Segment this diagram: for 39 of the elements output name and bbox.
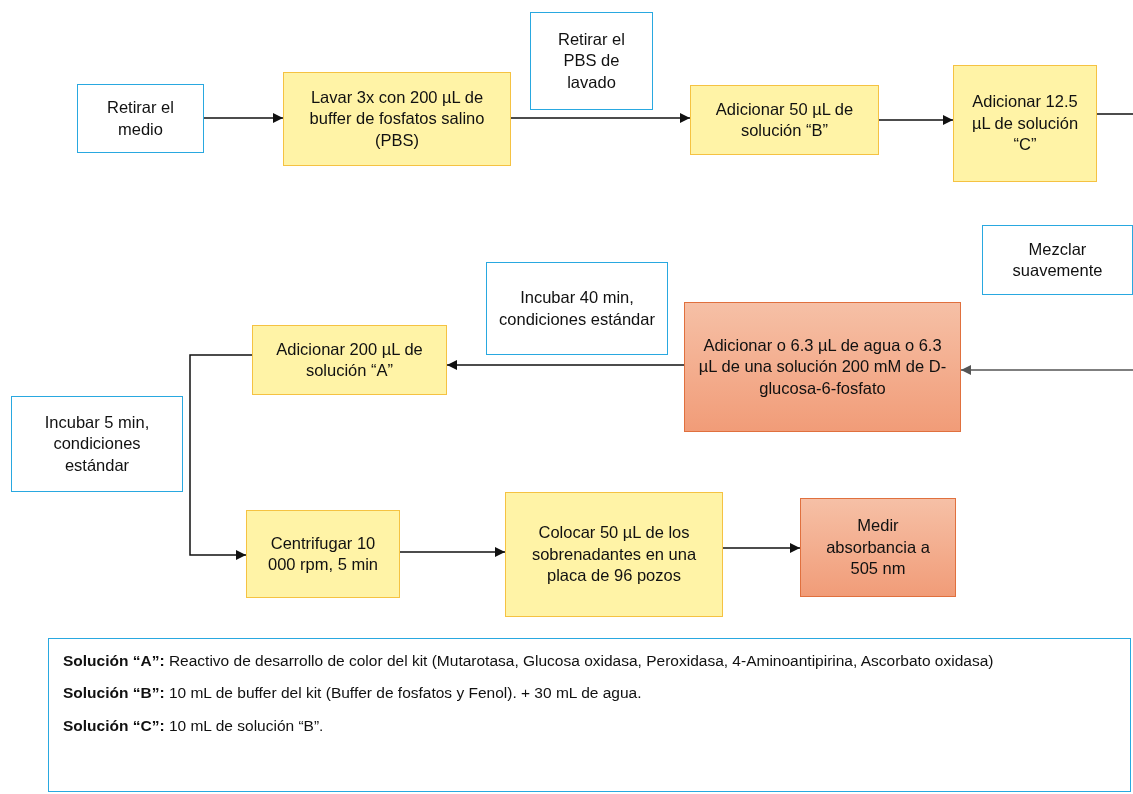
note-box — [77, 84, 204, 153]
step-text: Adicionar 12.5 µL de solución “C” — [970, 91, 1080, 156]
process-box — [800, 498, 956, 597]
connector-line — [1096, 113, 1133, 115]
step-text: Retirar el PBS de lavado — [557, 28, 626, 93]
step-text: Adicionar 50 µL de solución “B” — [714, 98, 855, 141]
step-text: Centrifugar 10 000 rpm, 5 min — [266, 532, 379, 575]
step-text: Incubar 40 min, condiciones estándar — [498, 287, 656, 330]
arrow — [878, 115, 954, 125]
step-text: Incubar 5 min, condiciones estándar — [43, 411, 151, 476]
step-text: Lavar 3x con 200 µL de buffer de fosfatos salino (PBS) — [308, 86, 486, 151]
process-box — [953, 65, 1097, 182]
note-box — [530, 12, 653, 110]
process-box — [283, 72, 511, 166]
arrow — [510, 113, 691, 123]
notes-box — [48, 638, 1131, 792]
step-text: Medir absorbancia a 505 nm — [825, 515, 931, 580]
step-text: Retirar el medio — [106, 97, 175, 140]
arrow — [446, 360, 685, 370]
step-text: Mezclar suavemente — [1011, 238, 1104, 281]
process-box — [505, 492, 723, 617]
step-text: Adicionar o 6.3 µL de agua o 6.3 µL de una solución 200 mM de D-glucosa-6-fosfato — [697, 334, 948, 399]
note-text: Solución “A”: Reactivo de desarrollo de color del kit (Mutarotasa, Glucosa oxidasa, Peroxidasa, 4-Aminoantipirina, Ascorbato oxidasa) — [63, 651, 995, 671]
note-box — [11, 396, 183, 492]
arrow — [960, 365, 1133, 375]
note-box — [982, 225, 1133, 295]
step-text: Colocar 50 µL de los sobrenadantes en una placa de 96 pozos — [530, 522, 698, 587]
step-text: Adicionar 200 µL de solución “A” — [275, 338, 424, 381]
process-box — [252, 325, 447, 395]
process-box — [246, 510, 400, 598]
arrow — [722, 543, 801, 553]
note-text: Solución “C”: 10 mL de solución “B”. — [63, 715, 325, 736]
note-box — [486, 262, 668, 355]
process-box — [684, 302, 961, 432]
process-box — [690, 85, 879, 155]
arrow — [399, 547, 506, 557]
arrow — [189, 354, 253, 560]
note-text: Solución “B”: 10 mL de buffer del kit (Buffer de fosfatos y Fenol). + 30 mL de agua. — [63, 683, 643, 704]
arrow — [203, 113, 284, 123]
